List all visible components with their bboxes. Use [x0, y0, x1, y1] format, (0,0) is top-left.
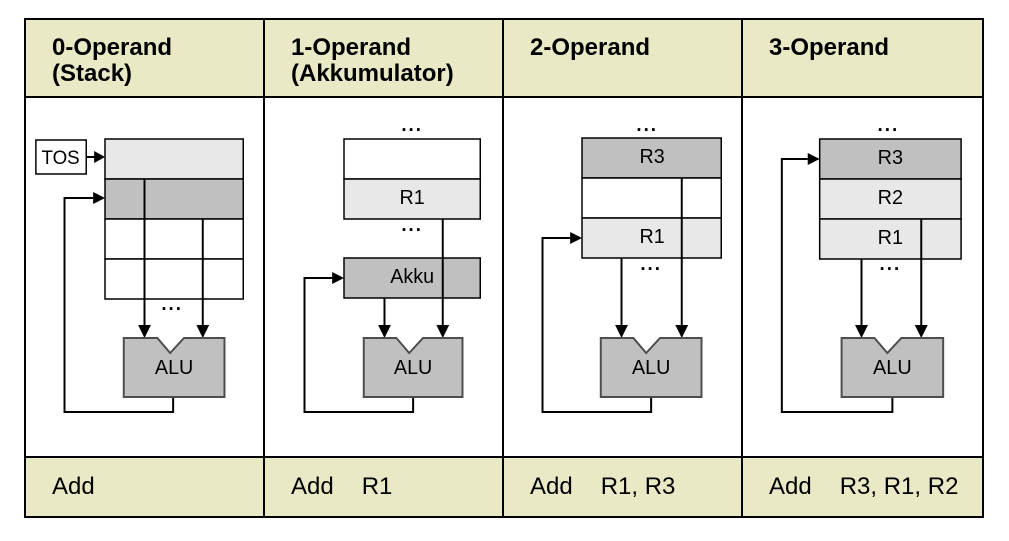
header-line1: 0-Operand: [52, 34, 173, 61]
alu-label: ALU: [394, 357, 432, 379]
diagram-cell-2-operand: ... R3 R1 ... ALU: [504, 98, 743, 456]
diagram-cell-0-operand: ALU TOS ...: [26, 98, 265, 456]
accumulator-architecture-diagram: ... R1 ... Akku ALU: [303, 115, 482, 413]
instruction-cell-2-operand: Add R1, R3: [504, 456, 743, 516]
header-line1: 1-Operand: [291, 34, 412, 61]
alu-box: [599, 337, 703, 398]
stack-architecture-diagram: ALU TOS ...: [35, 138, 244, 413]
instruction-cell-1-operand: Add R1: [265, 456, 504, 516]
diagram-cell-1-operand: ... R1 ... Akku ALU: [265, 98, 504, 456]
instruction-operands: R3, R1, R2: [839, 473, 959, 500]
column-header-0-operand: 0-Operand (Stack): [26, 20, 265, 98]
register-cell-r3: [818, 138, 962, 180]
ellipsis-bottom: ...: [880, 254, 902, 275]
instruction-mnemonic: Add: [291, 473, 334, 500]
instruction-cell-0-operand: Add: [26, 456, 265, 516]
ellipsis-top: ...: [878, 115, 900, 136]
arrow-down-icon: [615, 325, 628, 338]
arrow-down-icon: [196, 325, 210, 338]
instruction-operands: R1, R3: [600, 473, 676, 500]
register-label-r1: R1: [878, 227, 903, 249]
arrow-down-icon: [436, 325, 450, 338]
stack-cell-second: [104, 178, 244, 220]
instruction-mnemonic: Add: [769, 473, 812, 500]
instruction-operands: R1: [361, 473, 393, 500]
arrow-down-icon: [855, 325, 868, 338]
two-operand-architecture-diagram: ... R3 R1 ... ALU: [541, 115, 722, 413]
column-header-2-operand: 2-Operand: [504, 20, 743, 98]
three-operand-architecture-diagram: ... R3 R2 R1 ... ALU: [780, 115, 962, 413]
register-cell-empty: [343, 138, 482, 180]
register-cell-r1: [343, 178, 482, 220]
alu-box: [362, 337, 464, 398]
arrow-down-icon: [914, 325, 928, 338]
alu-label: ALU: [632, 357, 670, 379]
alu-box: [840, 337, 945, 398]
arrow-right-icon: [93, 192, 105, 204]
register-cell-r2: [818, 178, 962, 220]
arrow-right-icon: [570, 232, 583, 244]
arrow-down-icon: [378, 325, 391, 338]
header-line2: (Stack): [52, 60, 133, 87]
column-header-1-operand: 1-Operand (Akkumulator): [265, 20, 504, 98]
instruction-cell-3-operand: Add R3, R1, R2: [743, 456, 982, 516]
stack-cell-top: [104, 138, 244, 180]
alu-label: ALU: [873, 357, 912, 379]
register-label-r2: R2: [878, 187, 903, 209]
arrow-down-icon: [138, 325, 151, 338]
feedback-line: [63, 197, 175, 413]
ellipsis-middle: ...: [401, 215, 423, 236]
register-cell-r1: [818, 218, 962, 260]
arrow-down-icon: [675, 325, 689, 338]
register-label-r1: R1: [640, 226, 665, 248]
arrow-right-icon: [94, 151, 105, 163]
instruction-mnemonic: Add: [530, 473, 573, 500]
column-header-3-operand: 3-Operand: [743, 20, 982, 98]
ellipsis-top: ...: [401, 115, 423, 136]
ellipsis-bottom: ...: [640, 254, 662, 275]
akku-label: Akku: [390, 266, 434, 288]
arrow-right-icon: [332, 272, 344, 284]
alu-label: ALU: [155, 357, 193, 379]
register-cell-empty: [581, 177, 722, 219]
register-label-r1: R1: [400, 187, 425, 209]
ellipsis-top: ...: [636, 115, 658, 136]
register-label-r3: R3: [878, 147, 903, 169]
feedback-line: [780, 158, 894, 413]
stack-cell-fourth: [104, 258, 244, 300]
register-cell-r1: [581, 217, 722, 259]
tos-label: TOS: [41, 148, 79, 169]
feedback-line: [303, 277, 415, 413]
arrow-right-icon: [807, 153, 820, 165]
operand-comparison-table: 0-Operand (Stack) 1-Operand (Akkumulator…: [24, 18, 984, 518]
register-cell-r3: [581, 137, 722, 179]
instruction-mnemonic: Add: [52, 473, 95, 500]
register-label-r3: R3: [640, 146, 665, 168]
header-line1: 3-Operand: [769, 34, 890, 61]
header-line2: (Akkumulator): [291, 60, 454, 87]
feedback-line: [541, 237, 653, 413]
stack-cell-third: [104, 218, 244, 260]
ellipsis-bottom: ...: [161, 294, 183, 315]
header-line1: 2-Operand: [530, 34, 651, 61]
alu-box: [122, 337, 226, 398]
diagram-cell-3-operand: ... R3 R2 R1 ... ALU: [743, 98, 982, 456]
